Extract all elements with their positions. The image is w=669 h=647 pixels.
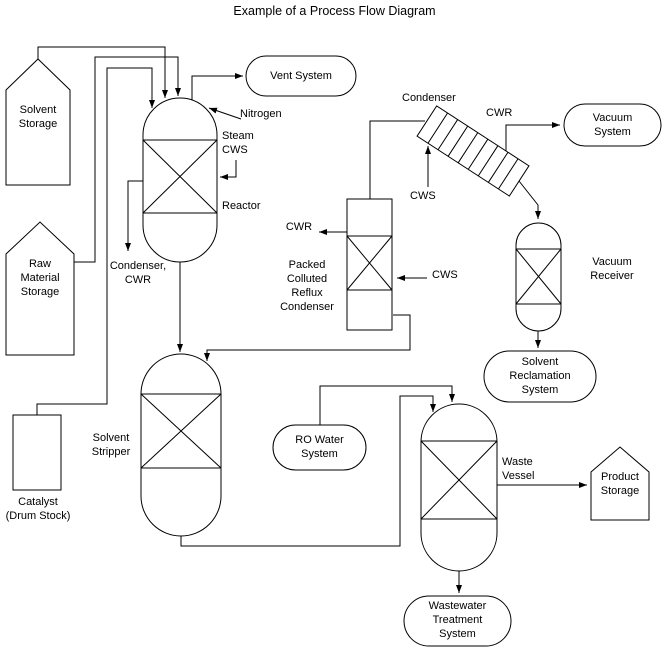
- reflux-cwr-label: CWR: [285, 221, 313, 233]
- solvent-reclamation-system-shape: [483, 350, 597, 403]
- wastewater-treatment-system-shape: [403, 595, 512, 647]
- packed-reflux-condenser-label: Packed Colluted Reflux Condenser: [280, 259, 334, 313]
- condenser-shape: [416, 105, 530, 197]
- nitrogen-label: Nitrogen: [240, 108, 282, 120]
- pipe-condenser-cwr-to-vacuum-system: [505, 122, 560, 151]
- pipe-solvent-to-reactor: [37, 46, 168, 98]
- pipe-catalyst-to-reactor: [36, 67, 155, 415]
- wastewater-treatment-system-label: Wastewater Treatment System: [428, 600, 487, 640]
- waste-vessel-label: Waste Vessel: [502, 456, 535, 482]
- vacuum-system-shape: [563, 103, 662, 147]
- pipe-reactor-to-vent-system: [191, 73, 243, 100]
- ro-water-system-label: RO Water System: [295, 434, 344, 460]
- solvent-reclamation-system-label: Solvent Reclamation System: [509, 356, 571, 396]
- steam-cws-label: Steam CWS: [222, 130, 254, 156]
- condenser-label: Condenser: [402, 92, 456, 104]
- diagram-title: Example of a Process Flow Diagram: [233, 4, 436, 18]
- vent-system-label: Vent System: [270, 70, 332, 82]
- product-storage-shape: [590, 446, 650, 521]
- reactor-label: Reactor: [222, 200, 261, 212]
- pipe-solvent-stripper-to-waste-vessel: [180, 395, 436, 547]
- pipe-raw-material-to-reactor: [74, 56, 181, 263]
- reactor-shape: [142, 97, 218, 263]
- reflux-cws-label: CWS: [432, 269, 458, 281]
- solvent-storage-shape: [5, 58, 71, 186]
- condenser-cws-label: CWS: [410, 190, 436, 202]
- vacuum-system-label: Vacuum System: [592, 112, 633, 138]
- condenser-cwr-top-label: CWR: [486, 107, 513, 119]
- product-storage-label: Product Storage: [600, 471, 640, 497]
- pipe-ro-water-to-waste-vessel: [319, 385, 455, 425]
- solvent-storage-label: Solvent Storage: [18, 104, 58, 130]
- raw-material-storage-shape: [5, 221, 75, 356]
- pipe-reflux-condenser-to-solvent-stripper: [204, 314, 411, 361]
- catalyst-label: Catalyst (Drum Stock): [5, 496, 71, 522]
- catalyst-drum-shape: [12, 414, 62, 491]
- vent-system-shape: [245, 55, 357, 97]
- ro-water-system-shape: [272, 424, 367, 471]
- pipe-steam-cws-to-reactor: [220, 160, 237, 180]
- pipe-reflux-condenser-to-condenser: [369, 120, 425, 199]
- raw-material-storage-label: Raw Material Storage: [20, 258, 60, 298]
- packed-reflux-condenser-shape: [346, 198, 393, 331]
- vacuum-receiver-label: Vacuum Receiver: [590, 256, 634, 282]
- solvent-stripper-shape: [140, 353, 222, 537]
- solvent-stripper-label: Solvent Stripper: [91, 432, 131, 458]
- pipe-condenser-to-vacuum-receiver: [518, 180, 541, 219]
- vacuum-receiver-shape: [515, 222, 562, 332]
- condenser-cwr-label: Condenser, CWR: [109, 260, 167, 286]
- waste-vessel-shape: [420, 403, 498, 572]
- pipe-reactor-to-condenser-cwr: [125, 180, 143, 251]
- pipe-nitrogen-to-reactor: [208, 107, 242, 120]
